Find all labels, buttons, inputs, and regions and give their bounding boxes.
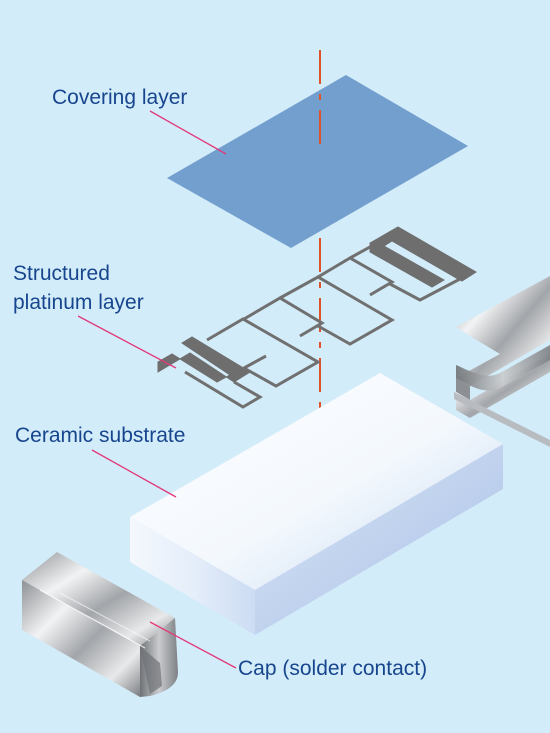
label-platinum-layer-line1: Structured — [13, 262, 110, 285]
label-covering-layer: Covering layer — [52, 86, 188, 109]
label-cap: Cap (solder contact) — [238, 657, 428, 680]
label-platinum-layer-line2: platinum layer — [13, 291, 144, 314]
label-ceramic-substrate: Ceramic substrate — [15, 424, 186, 447]
cap-right — [454, 276, 550, 447]
meander-resistor-pattern — [157, 226, 477, 409]
leader-cap — [149, 621, 237, 669]
leader-lines — [77, 110, 237, 669]
label-platinum-layer: Structured platinum layer — [13, 259, 144, 317]
leader-covering-layer — [149, 110, 227, 155]
leader-ceramic-substrate — [91, 449, 177, 498]
cap-left — [22, 552, 178, 697]
covering-layer-plate — [167, 75, 468, 248]
leader-platinum-layer — [77, 315, 177, 369]
ceramic-substrate-block — [130, 373, 503, 635]
